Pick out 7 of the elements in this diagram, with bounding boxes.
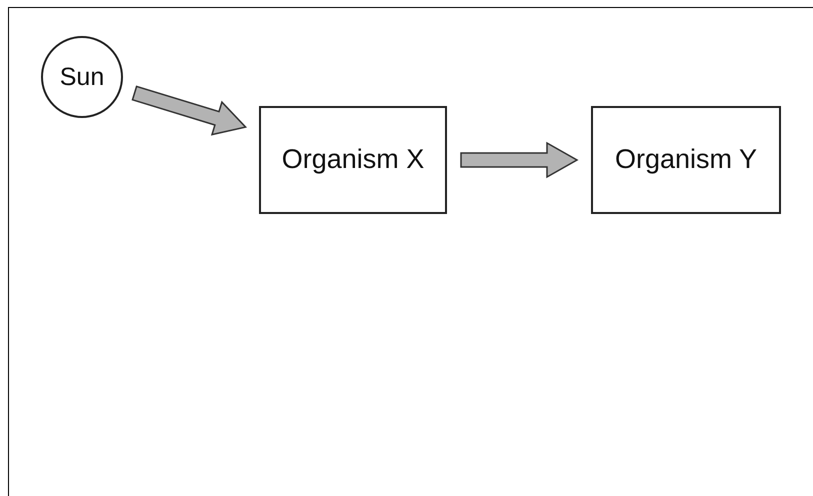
node-label: Organism X	[280, 144, 426, 176]
process-box	[591, 106, 781, 214]
block-arrow	[460, 142, 579, 178]
node-label: Organism Y	[614, 144, 758, 176]
block-arrow	[132, 85, 248, 136]
node-label: Sun	[60, 62, 104, 92]
process-box	[259, 106, 447, 214]
